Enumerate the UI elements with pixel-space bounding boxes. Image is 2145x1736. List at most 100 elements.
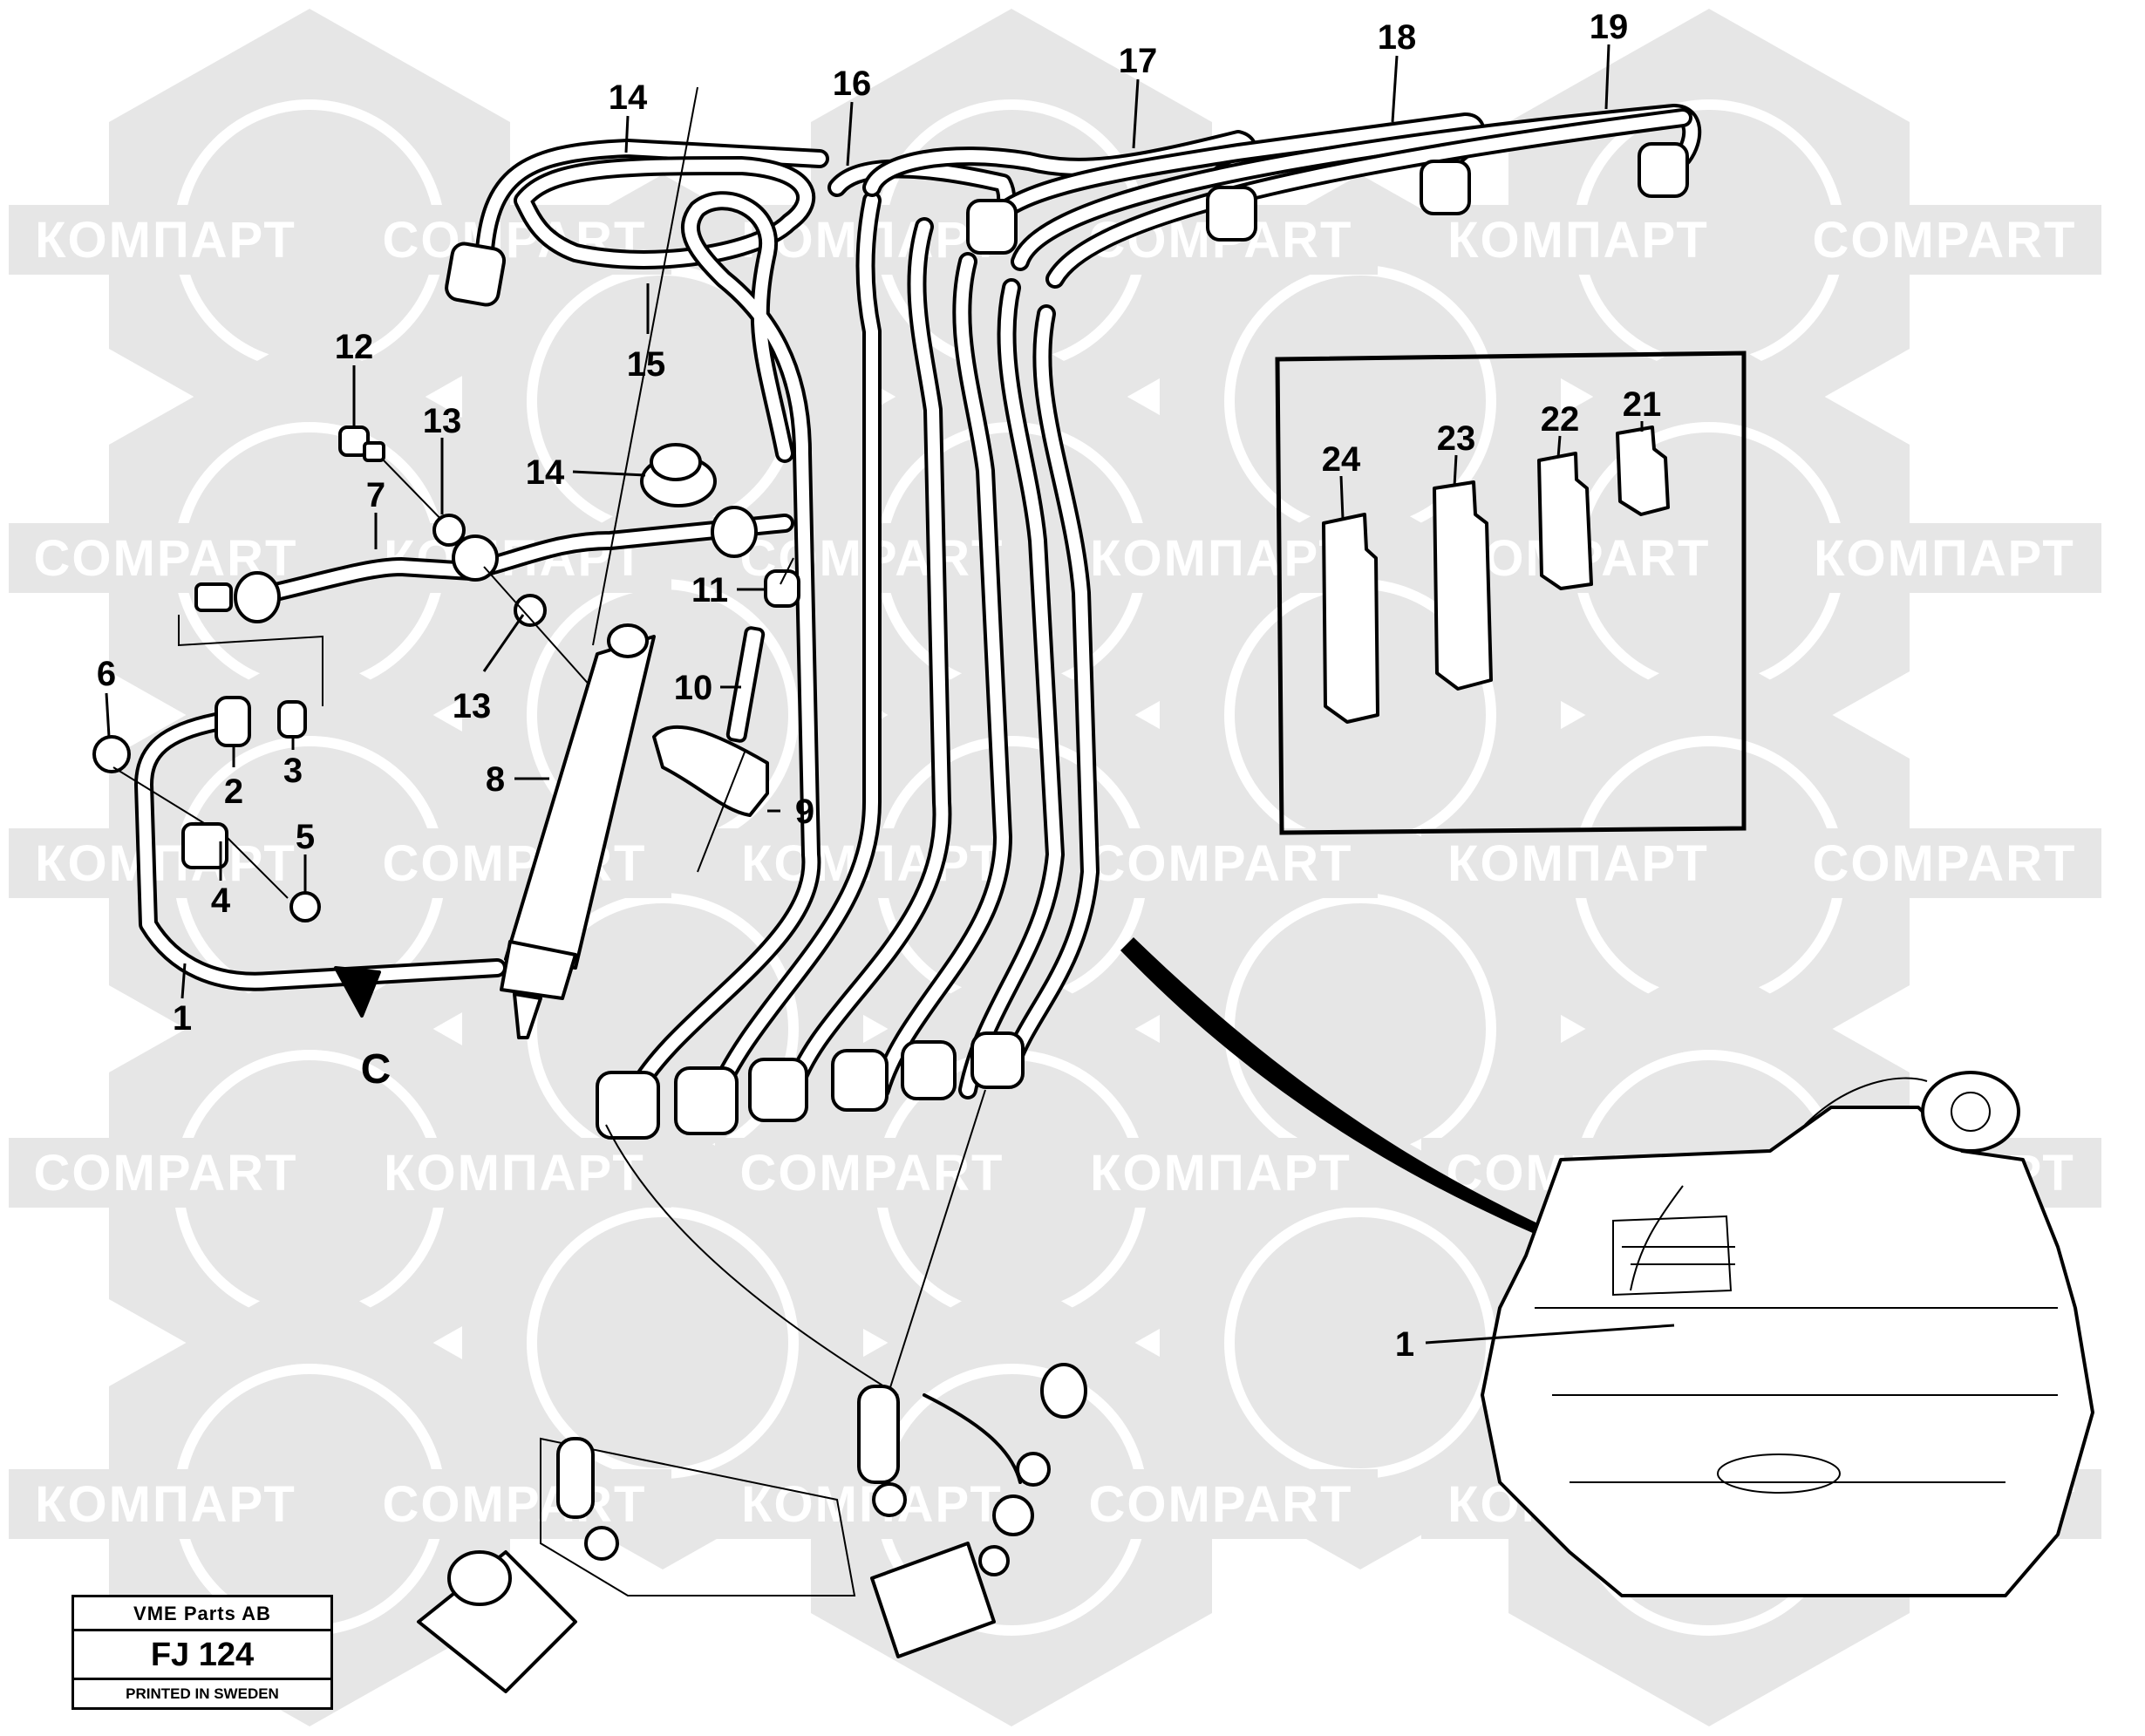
union-nut — [214, 696, 251, 747]
pipe-clip-23 — [1433, 480, 1493, 691]
callout-17: 16 — [833, 65, 872, 103]
callout-20: 19 — [1590, 8, 1629, 46]
watermark-banner — [1064, 828, 1378, 898]
pipe-clamp — [181, 822, 228, 869]
injector-clamp-assembly — [652, 557, 800, 873]
pipe-clip-24 — [1322, 513, 1379, 724]
watermark-banner — [358, 1469, 671, 1539]
bleed-screw — [1040, 1363, 1087, 1419]
pipe-nut — [1206, 186, 1257, 242]
watermark-banner — [9, 828, 323, 898]
engine-overview — [1425, 1071, 2094, 1597]
watermark-text: COMPART — [1089, 1476, 1353, 1533]
pipe-nut — [901, 1040, 957, 1100]
pipe-nut — [966, 199, 1018, 255]
callout-13b: 13 — [453, 687, 492, 725]
watermark-banner — [358, 828, 671, 898]
clamp-screw — [289, 891, 321, 922]
watermark-banner — [1064, 1138, 1378, 1208]
callout-12: 12 — [335, 328, 374, 366]
sleeve — [277, 700, 307, 739]
callout-5: 5 — [296, 818, 315, 856]
leader-lines — [105, 44, 1644, 999]
delivery-valve-holder — [857, 1385, 900, 1484]
callout-3: 3 — [283, 752, 303, 790]
callout-14: 14 — [526, 453, 565, 492]
stamp-drawing-code: FJ 124 — [74, 1631, 330, 1680]
view-marker-c: C — [361, 1046, 392, 1093]
callout-19: 18 — [1378, 18, 1417, 57]
watermark-text: COMPART — [1089, 835, 1353, 892]
watermark-text: КОМПАРТ — [741, 1476, 1003, 1533]
callout-16: 15 — [627, 345, 666, 384]
callout-13a: 13 — [423, 402, 462, 440]
turbocharger — [1921, 1071, 2020, 1153]
callout-24: 24 — [1322, 440, 1361, 479]
watermark-layer: КОМПАРТ COMPART КОМПАРТ COMPART КОМПАРТ COMPA… — [9, 9, 2101, 1726]
watermark-text: КОМПАРТ — [1447, 835, 1709, 892]
stamp-company: VME Parts AB — [74, 1597, 330, 1631]
watermark-text: КОМПАРТ — [35, 835, 296, 892]
return-pipe — [92, 696, 507, 1018]
watermark-banner — [1788, 828, 2101, 898]
sealing-washer — [432, 514, 466, 547]
pipe-nut — [831, 1049, 889, 1112]
injection-pipes-upper — [474, 104, 1702, 1108]
threaded-end — [194, 582, 233, 612]
pipe-clip-21 — [1616, 425, 1670, 516]
callout-23: 23 — [1437, 419, 1476, 458]
watermark-text: COMPART — [1813, 212, 2077, 269]
watermark-text: КОМПАРТ — [1447, 212, 1709, 269]
delivery-valve-holder — [556, 1437, 595, 1519]
watermark-banner — [1788, 205, 2101, 275]
callout-10: 10 — [674, 669, 713, 707]
callout-7: 7 — [366, 476, 385, 514]
pipe-nut — [970, 1031, 1025, 1089]
pipe-nuts-lower — [596, 1031, 1025, 1140]
leak-off-pipe — [178, 506, 794, 706]
watermark-text: COMPART — [34, 1145, 298, 1202]
washer — [1016, 1452, 1051, 1487]
watermark-text: КОМПАРТ — [35, 1476, 296, 1533]
clamp-nut — [764, 569, 800, 608]
stamp-printed-in: PRINTED IN SWEDEN — [126, 1685, 279, 1702]
watermark-banner — [1788, 523, 2101, 593]
watermark-banner — [1064, 1469, 1378, 1539]
callouts: 14 16 17 18 19 15 12 13 14 7 11 10 13 6 … — [97, 8, 1661, 1364]
banjo-fitting — [992, 1494, 1034, 1536]
callout-4: 4 — [211, 882, 231, 920]
injector — [500, 86, 698, 1039]
banjo-fitting — [234, 571, 281, 623]
callout-11: 11 — [691, 571, 728, 609]
pipe-nut — [445, 242, 507, 307]
watermark-text: COMPART — [383, 1476, 647, 1533]
watermark-text: КОМПАРТ — [1090, 530, 1352, 587]
view-arrow — [334, 966, 381, 1018]
injector-seal — [640, 443, 717, 507]
pressure-valve — [870, 1542, 996, 1658]
watermark-emblem — [1160, 1116, 1561, 1569]
callout-21: 21 — [1623, 385, 1662, 424]
watermark-banner — [715, 1138, 1029, 1208]
pipe-nut — [748, 1058, 808, 1122]
callout-6: 6 — [97, 655, 116, 693]
watermark-banner — [9, 1138, 323, 1208]
washer — [978, 1545, 1010, 1576]
callout-15: 14 — [609, 78, 648, 117]
lock-nut — [92, 735, 131, 773]
pipe-nut — [1638, 142, 1689, 198]
callout-22: 22 — [1541, 400, 1580, 439]
watermark-banner — [1421, 205, 1735, 275]
pipe-nut — [674, 1066, 739, 1135]
pipe-nut — [596, 1071, 660, 1140]
injection-pump-detail — [417, 1089, 1087, 1693]
injector-clamp — [652, 725, 769, 817]
callout-2: 2 — [224, 773, 243, 811]
watermark-banner — [1421, 828, 1735, 898]
pipe-nuts-upper — [445, 142, 1689, 307]
callout-1: 1 — [173, 999, 192, 1038]
title-stamp: VME Parts AB FJ 124 PRINTED IN SWEDEN — [72, 1595, 333, 1710]
callout-1-engine: 1 — [1395, 1325, 1414, 1364]
watermark-banner — [9, 1469, 323, 1539]
